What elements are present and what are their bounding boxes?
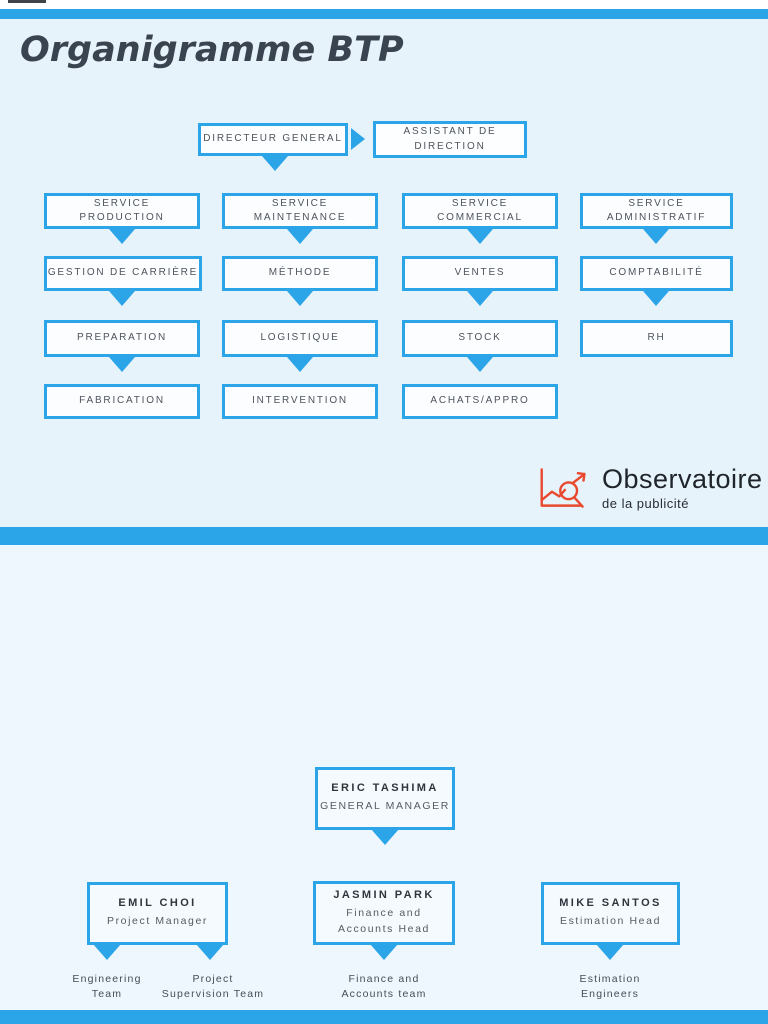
org-box-assistant-de-direction: ASSISTANT DE DIRECTION (373, 121, 527, 158)
org-box-directeur-general: DIRECTEUR GENERAL (198, 123, 348, 156)
arrow-down-icon (109, 291, 135, 306)
logo-subtitle: de la publicité (602, 495, 689, 511)
arrow-down-icon (262, 156, 288, 171)
arrow-right-icon (351, 128, 365, 150)
person-name: ERIC TASHIMA (331, 782, 439, 795)
org-box-fabrication: FABRICATION (44, 384, 200, 419)
org-box-estimation-head: MIKE SANTOS Estimation Head (541, 882, 680, 945)
arrow-down-icon (109, 229, 135, 244)
logo-wordmark: Observatoire (602, 463, 763, 494)
person-role: Finance and Accounts Head (337, 906, 430, 935)
org-box-ventes: VENTES (402, 256, 558, 291)
arrow-down-icon (93, 944, 121, 960)
org-box-service-maintenance: SERVICE MAINTENANCE (222, 193, 378, 229)
org-box-methode: MÉTHODE (222, 256, 378, 291)
observatoire-logo: Observatoire de la publicité (534, 462, 763, 514)
page-title: Organigramme BTP (20, 30, 404, 70)
org-box-service-administratif: SERVICE ADMINISTRATIF (580, 193, 733, 229)
arrow-down-icon (287, 229, 313, 244)
org-box-comptabilite: COMPTABILITÉ (580, 256, 733, 291)
arrow-down-icon (467, 291, 493, 306)
team-label-estimation-engineers: Estimation Engineers (579, 973, 641, 1001)
person-role: Estimation Head (559, 915, 662, 928)
section-divider-bar (0, 527, 768, 545)
arrow-down-icon (467, 357, 493, 372)
scan-artifact-mark (8, 0, 46, 3)
person-name: MIKE SANTOS (559, 897, 662, 910)
person-name: EMIL CHOI (118, 897, 197, 910)
team-label-finance-accounts: Finance and Accounts team (341, 973, 427, 1001)
top-accent-bar (0, 9, 768, 19)
bottom-accent-bar (0, 1010, 768, 1024)
person-role: Project Manager (106, 915, 209, 928)
observatoire-logo-icon (540, 468, 586, 508)
arrow-down-icon (371, 829, 399, 845)
org-box-intervention: INTERVENTION (222, 384, 378, 419)
org-box-rh: RH (580, 320, 733, 357)
org-box-stock: STOCK (402, 320, 558, 357)
arrow-down-icon (287, 291, 313, 306)
arrow-down-icon (370, 944, 398, 960)
arrow-down-icon (643, 229, 669, 244)
org-box-general-manager: ERIC TASHIMA GENERAL MANAGER (315, 767, 455, 830)
team-label-engineering: Engineering Team (72, 973, 142, 1001)
arrow-down-icon (287, 357, 313, 372)
org-box-project-manager: EMIL CHOI Project Manager (87, 882, 228, 945)
org-box-preparation: PREPARATION (44, 320, 200, 357)
org-box-service-production: SERVICE PRODUCTION (44, 193, 200, 229)
person-name: JASMIN PARK (333, 888, 435, 901)
arrow-down-icon (109, 357, 135, 372)
arrow-down-icon (196, 944, 224, 960)
org-box-service-commercial: SERVICE COMMERCIAL (402, 193, 558, 229)
team-label-project-supervision: Project Supervision Team (161, 973, 265, 1001)
org-box-gestion-de-carriere: GESTION DE CARRIÈRE (44, 256, 202, 291)
org-box-finance-head: JASMIN PARK Finance and Accounts Head (313, 881, 455, 945)
org-box-logistique: LOGISTIQUE (222, 320, 378, 357)
logo-text: Observatoire de la publicité (602, 463, 763, 511)
person-role: GENERAL MANAGER (320, 800, 450, 813)
arrow-down-icon (596, 944, 624, 960)
arrow-down-icon (467, 229, 493, 244)
org-box-achats-appro: ACHATS/APPRO (402, 384, 558, 419)
arrow-down-icon (643, 291, 669, 306)
